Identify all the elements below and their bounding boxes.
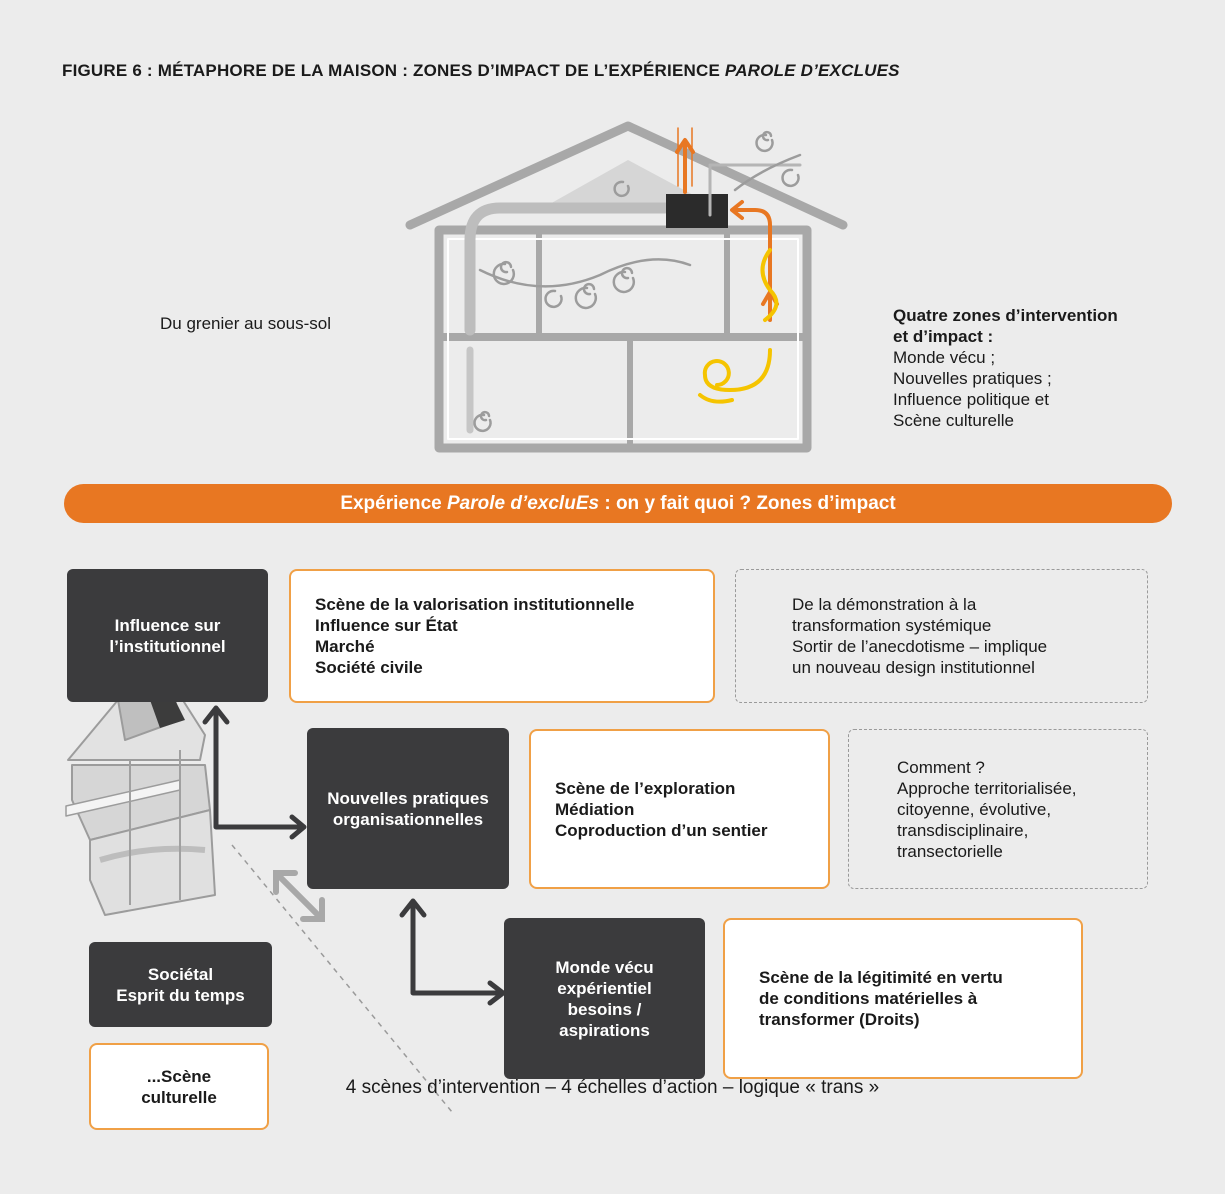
scene-line: Médiation [555,799,635,819]
scene-line: culturelle [141,1087,217,1107]
level-box-pratiques: Nouvelles pratiques organisationnelles [307,728,509,889]
level-title: Monde vécu [555,957,654,977]
level-title: expérientiel [557,978,652,998]
zones-heading: et d’impact : [893,327,994,346]
scene-line: Scène de la légitimité en vertu [759,968,1003,987]
scene-line: Scène de la valorisation institutionnell… [315,595,635,614]
scene-box-pratiques: Scène de l’exploration Médiation Coprodu… [529,729,830,889]
impact-banner: Expérience Parole d’excluEs : on y fait … [64,484,1172,523]
scene-line: Société civile [315,658,423,677]
zone-item: Influence politique et [893,390,1049,409]
level-title: Sociétal [147,964,214,984]
scene-line: de conditions matérielles à [759,989,978,1008]
small-house-icon [65,679,216,916]
connector-arrow [213,709,303,830]
level-title: besoins / [567,999,642,1019]
level-title: organisationnelles [332,809,484,829]
note-line: De la démonstration à la [792,595,977,614]
note-line: transdisciplinaire, [897,820,1029,840]
scene-box-institutionnel: Scène de la valorisation institutionnell… [289,569,715,703]
level-title: Esprit du temps [116,985,245,1005]
dashed-diagonal [231,844,453,1113]
note-line: transformation systémique [792,616,992,635]
house-caption: Du grenier au sous-sol [160,314,332,333]
note-line: citoyenne, évolutive, [897,799,1052,819]
zone-item: Scène culturelle [893,411,1014,430]
scene-line: transformer (Droits) [759,1010,920,1029]
note-box-pratiques: Comment ? Approche territorialisée, cito… [848,729,1148,889]
scene-line: ...Scène [146,1066,212,1086]
scene-line: Influence sur État [315,616,458,635]
note-line: Sortir de l’anecdotisme – implique [792,637,1048,656]
figure-title: FIGURE 6 : MÉTAPHORE DE LA MAISON : ZONE… [62,61,900,80]
note-line: Comment ? [897,757,985,777]
zone-item: Monde vécu ; [893,348,996,367]
note-box-institutionnel: De la démonstration à la transformation … [735,569,1148,703]
connector-arrow [410,902,503,996]
note-line: transectorielle [897,841,1003,861]
zones-legend: Quatre zones d’intervention et d’impact … [893,305,1118,431]
level-title: Influence sur [114,615,221,635]
scene-line: Marché [315,637,375,656]
scene-box-monde-vecu: Scène de la légitimité en vertu de condi… [723,918,1083,1079]
note-line: un nouveau design institutionnel [792,658,1035,677]
chimney-box [666,194,728,228]
level-title: aspirations [559,1020,650,1040]
zones-heading: Quatre zones d’intervention [893,306,1118,325]
level-box-societal: Sociétal Esprit du temps [89,942,272,1027]
note-line: Approche territorialisée, [897,778,1077,798]
level-title: l’institutionnel [109,636,226,656]
scene-line: Coproduction d’un sentier [555,820,768,840]
scene-box-societal: ...Scène culturelle [89,1043,269,1130]
zone-item: Nouvelles pratiques ; [893,369,1052,388]
level-title: Nouvelles pratiques [327,788,489,808]
double-arrow-icon [273,870,325,922]
scene-line: Scène de l’exploration [555,778,736,798]
attic-shade [548,160,712,205]
footer-caption: 4 scènes d’intervention – 4 échelles d’a… [345,1077,880,1098]
level-box-institutionnel: Influence sur l’institutionnel [67,569,268,702]
level-box-monde-vecu: Monde vécu expérientiel besoins / aspira… [504,918,705,1079]
roof-icon [405,121,848,230]
